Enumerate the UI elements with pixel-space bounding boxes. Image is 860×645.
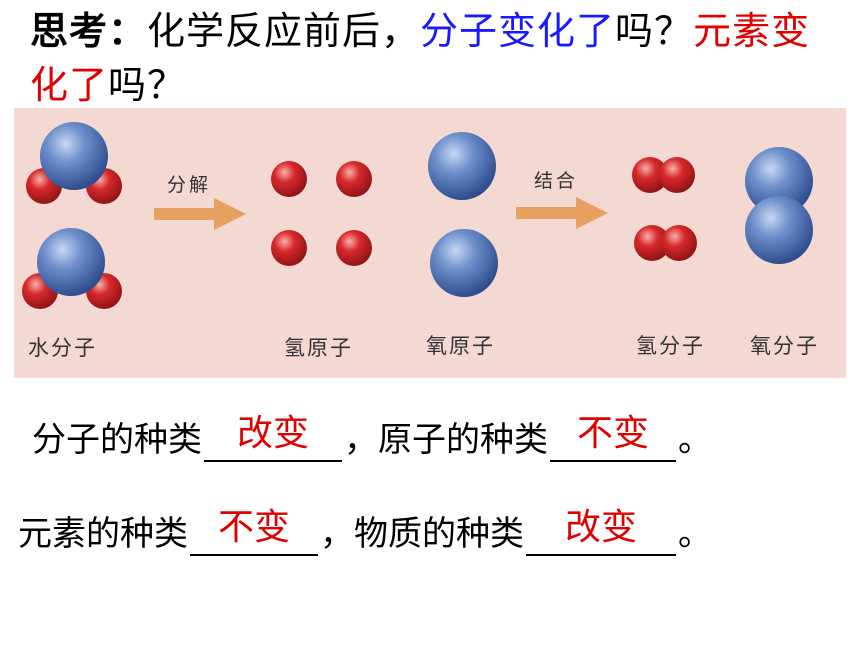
line2-prefix: 元素的种类 bbox=[18, 514, 188, 554]
hydrogen-atom-4 bbox=[336, 230, 372, 266]
combine-arrow bbox=[516, 197, 608, 229]
question-molecule: 分子变化了 bbox=[420, 9, 616, 53]
oxygen-atom-1 bbox=[428, 132, 496, 200]
question-mark2: 吗？ bbox=[108, 63, 187, 107]
hydrogen-atom-label: 氢原子 bbox=[284, 336, 353, 360]
think-label: 思考： bbox=[30, 9, 148, 53]
line1-blank-1: 改变 bbox=[204, 414, 342, 462]
decompose-arrow-head bbox=[214, 198, 246, 230]
hydrogen-atoms bbox=[271, 161, 372, 266]
water-molecule-1 bbox=[26, 122, 122, 204]
line1-answer-1: 改变 bbox=[236, 413, 309, 454]
hydrogen-molecule-2-atom-2 bbox=[661, 225, 697, 261]
hydrogen-atom-3 bbox=[271, 230, 307, 266]
hydrogen-molecule-1-atom-1 bbox=[632, 157, 668, 193]
line2-answer-2: 改变 bbox=[564, 507, 637, 548]
oxygen-molecule-label: 氧分子 bbox=[750, 334, 819, 358]
oxygen-atom-label: 氧原子 bbox=[426, 334, 495, 358]
oxygen-atoms bbox=[428, 132, 498, 297]
combine-arrow-shaft bbox=[516, 207, 580, 219]
decompose-arrow-shaft bbox=[154, 208, 218, 220]
question-element: 元素变化了 bbox=[30, 9, 811, 107]
water-molecule-label: 水分子 bbox=[28, 336, 97, 360]
oxygen-molecule-atom-2 bbox=[745, 196, 813, 264]
line1-answer-2: 不变 bbox=[576, 413, 649, 454]
decompose-label: 分解 bbox=[167, 174, 212, 196]
hydrogen-molecule-2 bbox=[634, 225, 697, 261]
reaction-diagram-svg bbox=[22, 122, 813, 309]
line2-middle: ，物质的种类 bbox=[320, 514, 524, 554]
decompose-arrow bbox=[154, 198, 246, 230]
line2-suffix: 。 bbox=[678, 514, 712, 554]
oxygen-atom-2 bbox=[430, 229, 498, 297]
line1-blank-2: 不变 bbox=[550, 414, 676, 462]
line2-blank-2: 改变 bbox=[526, 508, 676, 556]
combine-arrow-head bbox=[576, 197, 608, 229]
hydrogen-molecule-1-atom-2 bbox=[659, 157, 695, 193]
hydrogen-atom-1 bbox=[271, 161, 307, 197]
line2-answer-1: 不变 bbox=[217, 507, 290, 548]
hydrogen-molecule-1 bbox=[632, 157, 695, 193]
line1-prefix: 分子的种类 bbox=[32, 420, 202, 460]
hydrogen-molecule-2-atom-1 bbox=[634, 225, 670, 261]
combine-label: 结合 bbox=[534, 170, 579, 192]
fill-in-line-2: 元素的种类不变 ，物质的种类改变 。 bbox=[18, 508, 712, 556]
hydrogen-molecule-label: 氢分子 bbox=[636, 334, 705, 358]
oxygen-molecule bbox=[745, 147, 813, 264]
question-part1: 化学反应前后， bbox=[147, 9, 421, 53]
slide-title: 思考：化学反应前后，分子变化了吗？元素变化了吗？ bbox=[30, 4, 830, 112]
question-mark1: 吗？ bbox=[615, 9, 694, 53]
oxygen-molecule-atom-1 bbox=[745, 147, 813, 215]
water1-oxygen bbox=[40, 122, 108, 190]
water2-oxygen bbox=[37, 228, 105, 296]
reaction-diagram: 分解 结合 水分子 氢原子 氧原子 氢分子 氧分子 bbox=[14, 108, 846, 378]
line2-blank-1: 不变 bbox=[190, 508, 318, 556]
line1-middle: ，原子的种类 bbox=[344, 420, 548, 460]
water-molecule-2 bbox=[22, 228, 122, 309]
line1-suffix: 。 bbox=[678, 420, 712, 460]
fill-in-line-1: 分子的种类改变 ，原子的种类不变。 bbox=[32, 414, 712, 462]
hydrogen-atom-2 bbox=[336, 161, 372, 197]
